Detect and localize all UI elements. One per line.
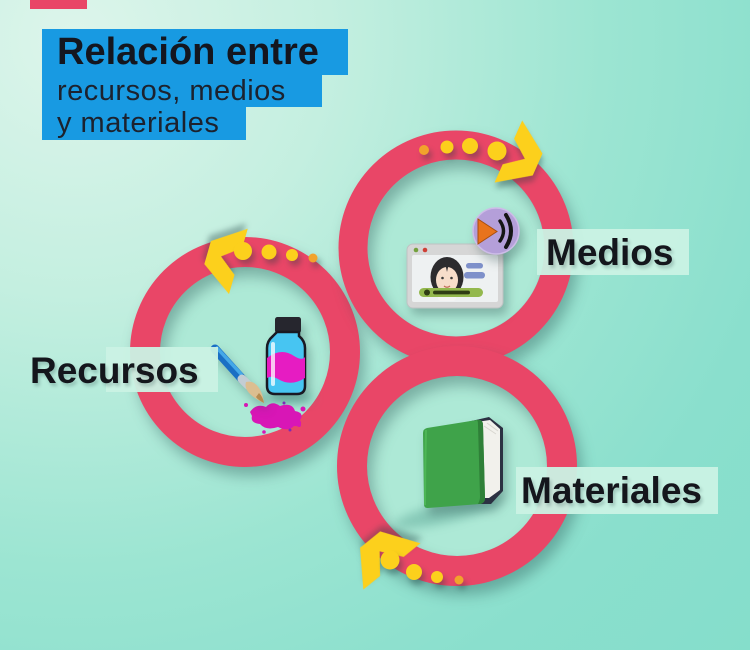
book-spine-highlight xyxy=(424,429,427,506)
flow-dot xyxy=(234,242,252,260)
speaker-badge xyxy=(472,207,520,255)
sound-wave xyxy=(504,213,513,249)
title-bar-heading: Relación entre xyxy=(42,29,348,75)
medios-label-box xyxy=(537,229,689,275)
splat-blob xyxy=(250,403,302,430)
ink-bottle-paintbrush-icon xyxy=(210,317,315,434)
node-label-recursos: Recursos xyxy=(30,350,199,391)
avatar-face xyxy=(436,267,458,293)
medios-flow xyxy=(419,120,543,183)
title-bar-sub1: recursos, medios xyxy=(42,75,322,107)
green-book-icon xyxy=(394,417,503,529)
book-cover-edge xyxy=(477,419,485,504)
bottle-cap xyxy=(275,317,301,333)
speaker-horn-icon xyxy=(477,218,498,245)
splat-dot xyxy=(262,430,266,434)
subtitle-line-2: y materiales xyxy=(57,107,220,139)
flow-dot xyxy=(462,138,478,154)
book xyxy=(423,417,503,509)
flow-dot xyxy=(286,249,298,261)
text-line xyxy=(464,272,485,279)
video-player-speaker-icon xyxy=(406,207,520,309)
bottle-ink-band xyxy=(267,351,305,383)
page-edge-line xyxy=(486,422,499,432)
avatar-eye xyxy=(441,276,444,280)
avatar-eye xyxy=(450,276,453,280)
flow-dot xyxy=(440,140,454,154)
window-dot-green xyxy=(413,247,419,253)
sound-wave xyxy=(498,219,506,243)
progress-fill xyxy=(433,290,470,295)
paintbrush xyxy=(210,344,264,403)
flow-arrow-icon xyxy=(494,120,543,183)
splat-dot xyxy=(297,423,301,427)
node-label-medios: Medios xyxy=(546,232,674,273)
brush-handle xyxy=(210,344,248,385)
node-label-materiales: Materiales xyxy=(521,470,702,511)
bottle-shadow xyxy=(261,393,315,403)
subtitle-line-1: recursos, medios xyxy=(57,74,286,107)
flow-dot xyxy=(406,564,422,580)
splat-dot xyxy=(282,401,286,405)
ink-bottle xyxy=(265,317,307,396)
brush-tip xyxy=(256,393,264,403)
paint-splatter xyxy=(244,401,306,434)
book-front-cover xyxy=(423,419,485,509)
progress-knob xyxy=(424,289,430,296)
avatar-hair-part xyxy=(444,258,450,272)
flow-dot xyxy=(419,145,429,155)
recursos-flow xyxy=(204,228,318,295)
flow-dot xyxy=(487,141,507,161)
splat-dot xyxy=(288,428,292,432)
materiales-flow xyxy=(360,531,464,590)
flow-dot xyxy=(380,550,400,570)
page-title: Relación entre xyxy=(57,30,319,73)
corner-accent-bar xyxy=(30,0,87,9)
recursos-label-box xyxy=(106,347,218,392)
flow-arrow-icon xyxy=(360,531,421,590)
brush-handle-shine xyxy=(215,346,243,376)
video-player-window xyxy=(406,243,504,309)
materiales-label-box xyxy=(516,467,718,514)
flow-dot xyxy=(454,575,464,585)
text-line xyxy=(466,263,483,269)
splat-dot xyxy=(244,403,248,407)
bottle-shine xyxy=(271,342,275,386)
splat-dot xyxy=(300,406,306,412)
avatar-mouth xyxy=(443,285,451,288)
flow-dot xyxy=(308,253,318,263)
ring-materiales-band xyxy=(337,346,577,586)
window-dot-red xyxy=(422,247,428,253)
flow-dot xyxy=(261,244,277,260)
title-bar-sub2: y materiales xyxy=(42,107,246,140)
flow-dot xyxy=(431,571,443,583)
page-edge-line xyxy=(483,425,497,435)
